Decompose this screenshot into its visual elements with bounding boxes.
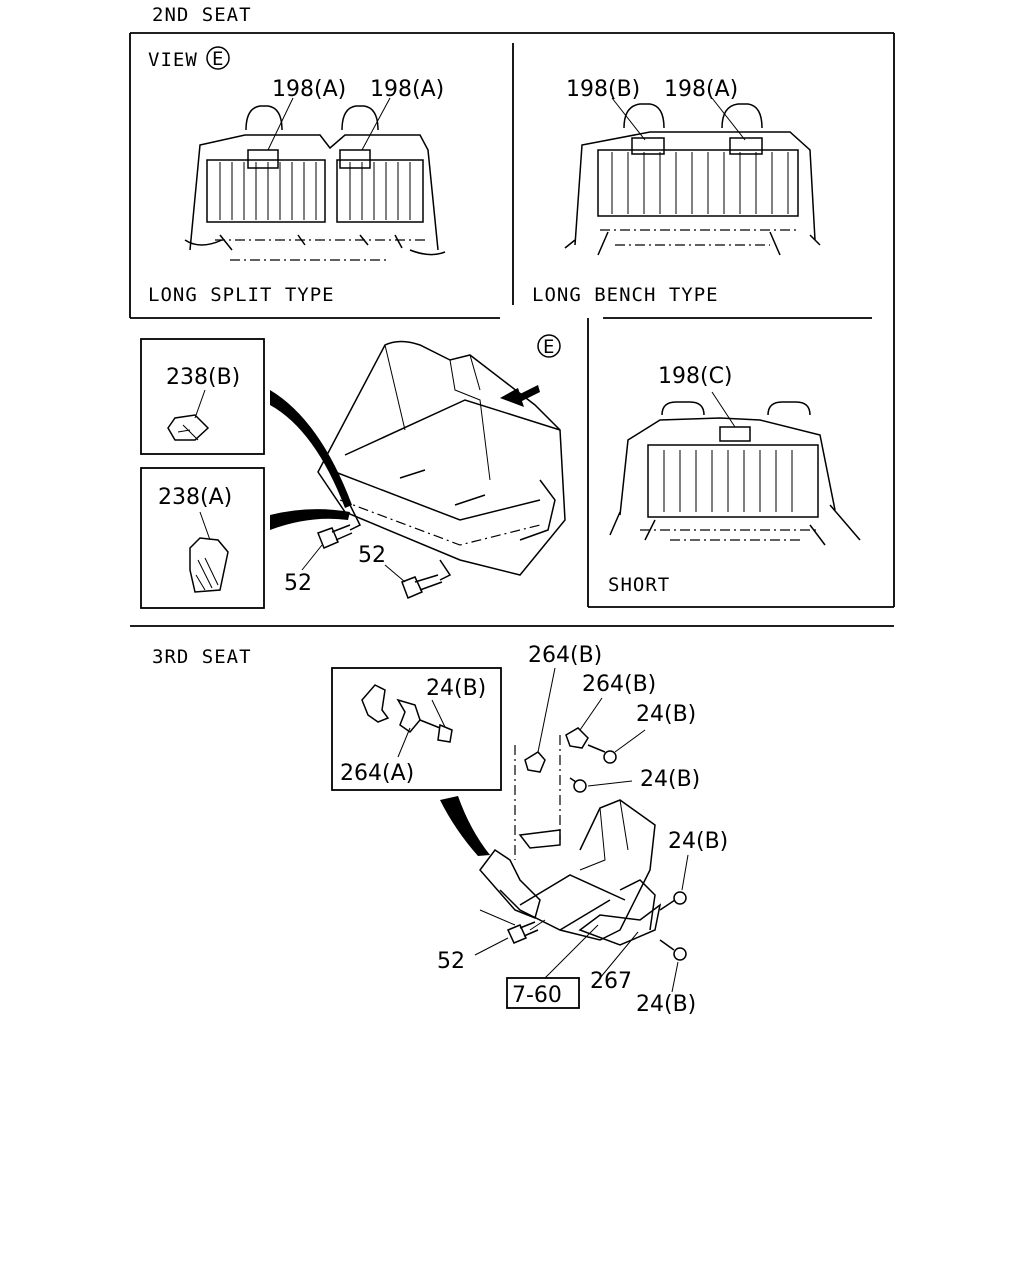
view-letter: E: [212, 48, 224, 70]
callout-198a-split-right: 198(A): [370, 77, 444, 102]
leader-24b-3: [681, 854, 689, 891]
section-title-2nd-seat: 2ND SEAT: [152, 4, 252, 26]
third-seat-isometric: [479, 735, 662, 946]
section-title-3rd-seat: 3RD SEAT: [152, 646, 252, 668]
bolt-52-third: [506, 921, 539, 944]
label-short: SHORT: [608, 574, 670, 596]
label-long-split-type: LONG SPLIT TYPE: [148, 284, 335, 306]
leader-split-198a-left: [267, 97, 294, 151]
leader-ref-760: [544, 924, 599, 979]
callout-267: 267: [590, 969, 632, 994]
leader-bench-198b: [611, 97, 646, 141]
callout-198b-bench: 198(B): [566, 77, 640, 102]
callout-198a-split-left: 198(A): [272, 77, 346, 102]
leader-267: [599, 931, 639, 979]
leader-bench-198a: [711, 97, 746, 141]
ref-760-box: [506, 977, 580, 1009]
bolt-24b-4: [659, 939, 687, 961]
bolt-24b-3: [659, 891, 687, 911]
bolt-24b-1: [587, 744, 617, 764]
part-264b-second: [565, 727, 589, 749]
callout-264b-top: 264(B): [528, 643, 602, 668]
leader-264b-top: [537, 667, 556, 753]
callout-238a: 238(A): [158, 485, 232, 510]
inset-264a: [331, 667, 502, 791]
callout-264a-inset: 264(A): [340, 761, 414, 786]
leader-52-right: [384, 564, 406, 583]
pointer-264a: [440, 796, 490, 856]
leader-52-third: [474, 937, 509, 956]
leader-24b-2: [587, 780, 633, 787]
leader-24b-4: [671, 961, 679, 993]
second-seat-frame: [129, 32, 895, 608]
callout-198a-bench: 198(A): [664, 77, 738, 102]
callout-264b-second: 264(B): [582, 672, 656, 697]
part-264b-top: [524, 751, 546, 773]
leader-24b-1: [614, 729, 646, 753]
inset-238a: [140, 467, 265, 609]
leader-264b-second: [579, 697, 603, 731]
callout-24b-1: 24(B): [636, 702, 696, 727]
label-long-bench-type: LONG BENCH TYPE: [532, 284, 719, 306]
second-seat-isometric: [317, 340, 566, 581]
pointer-238b: [270, 390, 352, 508]
long-bench-seat-drawing: [564, 103, 821, 256]
leader-short-198c: [711, 391, 736, 428]
callout-52-right: 52: [358, 543, 386, 568]
short-seat-drawing: [609, 401, 861, 546]
leader-split-198a-right: [361, 97, 391, 151]
callout-198c-short: 198(C): [658, 364, 733, 389]
callout-24b-inset: 24(B): [426, 676, 486, 701]
ref-760-label: 7-60: [512, 983, 562, 1008]
bolt-52-right: [401, 574, 443, 599]
view-arrow-letter: E: [543, 336, 555, 358]
pointer-238a: [270, 509, 350, 530]
callout-24b-3: 24(B): [668, 829, 728, 854]
callout-24b-2: 24(B): [640, 767, 700, 792]
bolt-24b-2: [569, 777, 587, 793]
view-letter-circle: [206, 46, 230, 70]
inset-238b: [140, 338, 265, 455]
view-direction-arrow: [500, 385, 540, 407]
bolt-52-left: [317, 524, 353, 549]
callout-52-third: 52: [437, 949, 465, 974]
callout-24b-4: 24(B): [636, 992, 696, 1017]
view-label: VIEW: [148, 49, 198, 71]
leader-52-left: [301, 544, 323, 571]
view-arrow-circle: [537, 334, 561, 358]
callout-52-left: 52: [284, 571, 312, 596]
callout-238b: 238(B): [166, 365, 240, 390]
long-split-seat-drawing: [184, 105, 446, 261]
